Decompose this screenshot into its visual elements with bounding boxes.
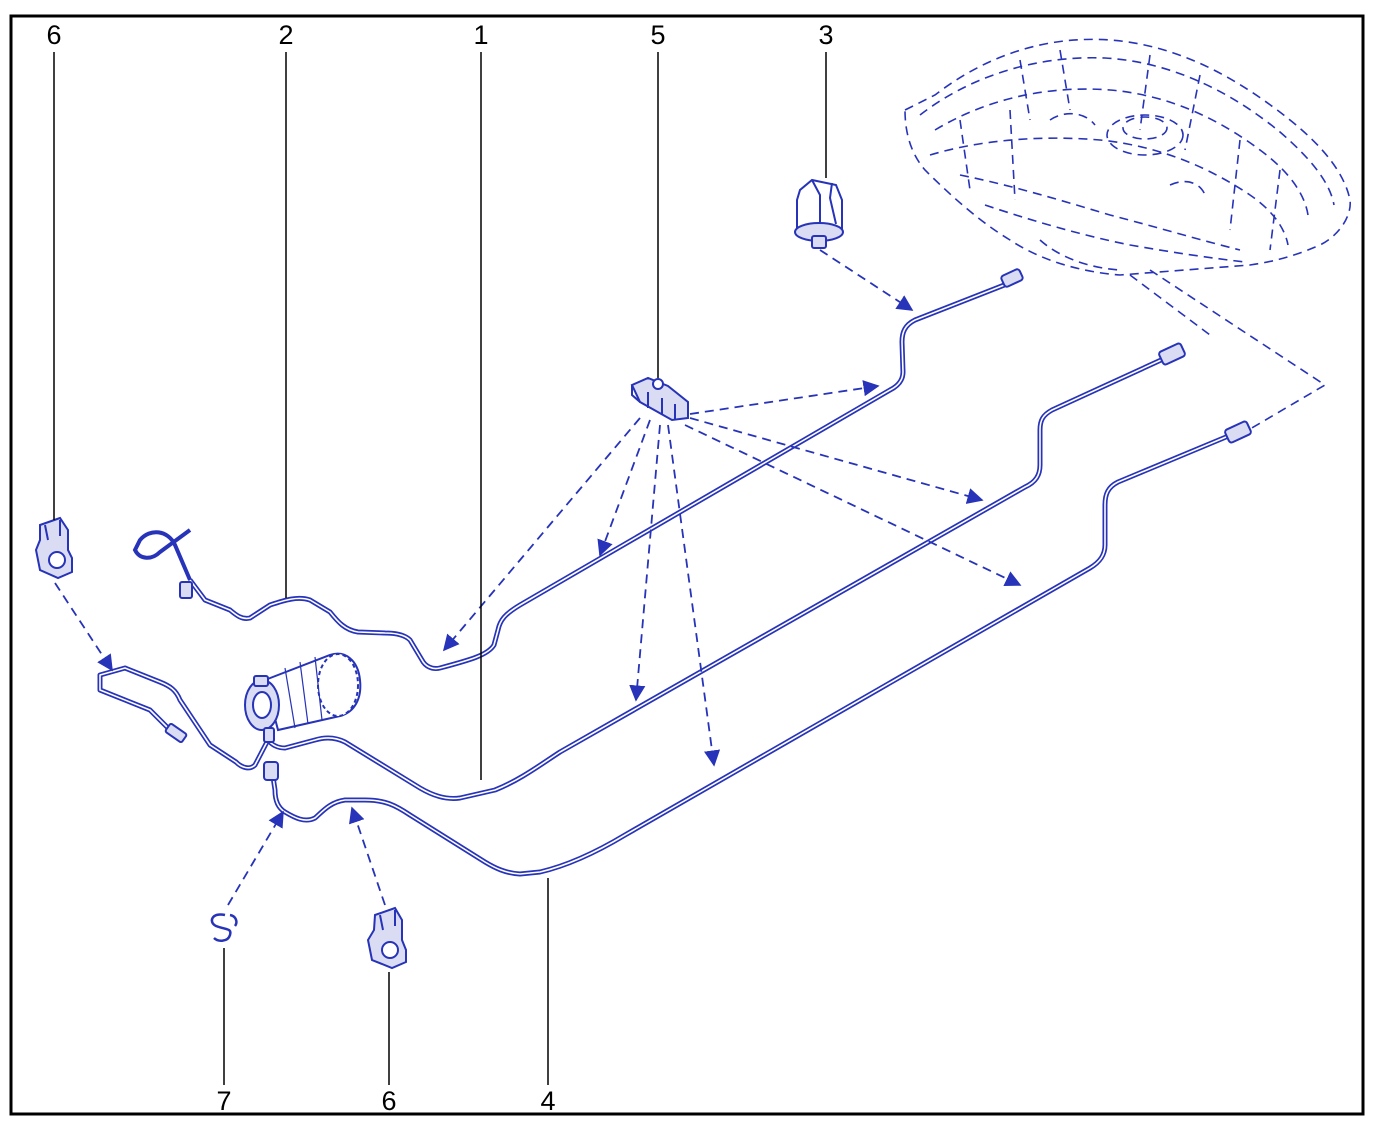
clip-6-bottom (366, 906, 407, 970)
callout-5: 5 (650, 20, 665, 50)
line-1-end-fittings (132, 268, 1024, 599)
callout-2: 2 (278, 20, 293, 50)
callout-leaders (53, 52, 827, 1085)
callout-4: 4 (540, 1086, 555, 1116)
callout-6-top: 6 (46, 20, 61, 50)
clip-6-top (34, 516, 73, 580)
fuel-filter (244, 652, 362, 743)
clip-5 (630, 376, 689, 422)
fuel-line-4 (269, 429, 1239, 877)
tank-leader-lines (1129, 269, 1327, 433)
assembly-arrows (54, 249, 1022, 906)
fuel-tank (904, 38, 1351, 276)
fuel-line-2 (266, 352, 1174, 801)
fuel-line-2-rear (97, 665, 271, 771)
line-4-end-fittings (263, 420, 1252, 781)
callout-6-bottom: 6 (381, 1086, 396, 1116)
fuel-line-1 (188, 279, 1013, 671)
clip-7 (210, 913, 238, 942)
line-2-end-fittings (164, 342, 1186, 744)
callout-1: 1 (473, 20, 488, 50)
callout-3: 3 (818, 20, 833, 50)
callout-7: 7 (216, 1086, 231, 1116)
clip-3 (794, 178, 844, 249)
diagram-border (9, 14, 1365, 1116)
